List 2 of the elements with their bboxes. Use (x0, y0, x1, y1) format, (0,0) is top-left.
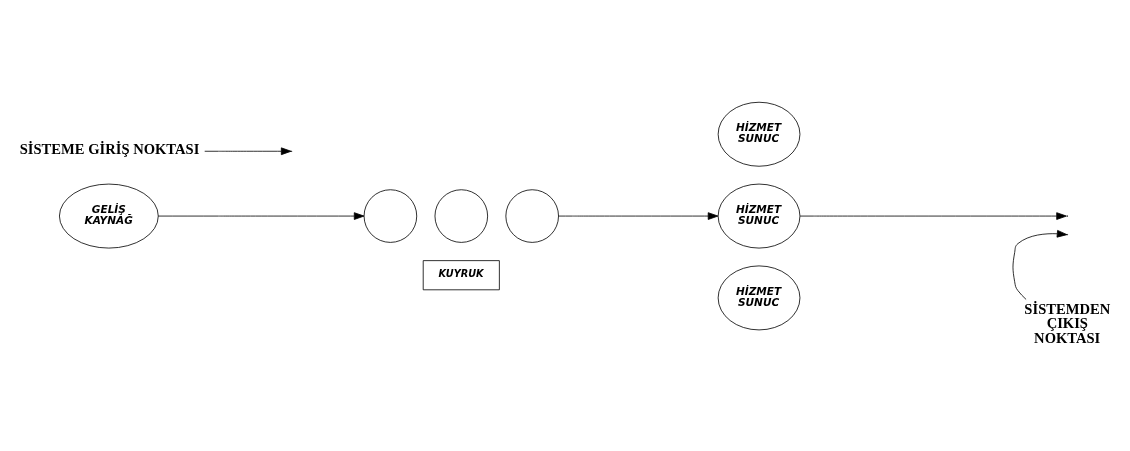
node-text: SİSTEME GİRİŞ NOKTASI (19, 140, 200, 157)
node-text: SİSTEMDEN ÇIKIŞ NOKTASI (1024, 300, 1111, 346)
